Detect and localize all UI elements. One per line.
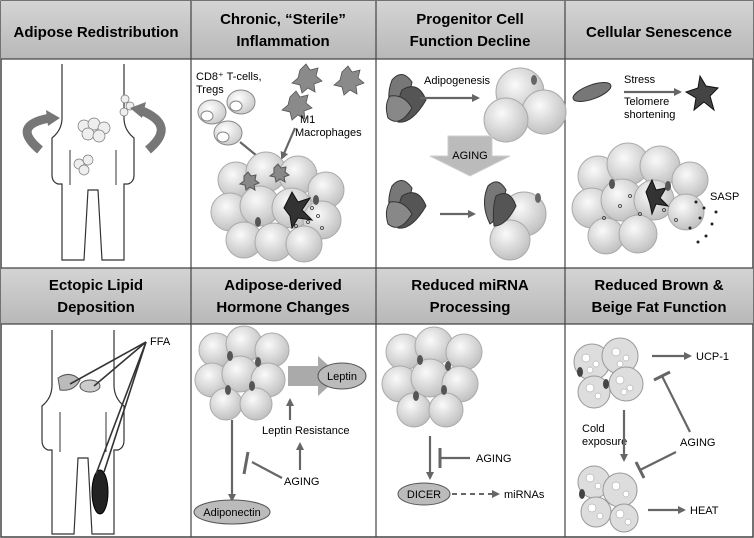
telomere-label-line2: shortening — [624, 109, 675, 121]
dicer-node — [397, 482, 451, 506]
adipose-cluster — [210, 151, 345, 263]
panel-5-title-line2: Deposition — [57, 299, 135, 316]
panel-1-body-figure — [22, 64, 166, 261]
beige-fat-cluster — [577, 465, 639, 533]
panel-1-title: Adipose Redistribution — [14, 24, 179, 41]
panel-7-title-line2: Processing — [430, 299, 511, 316]
liver-icon — [57, 374, 81, 391]
adiponectin-label: Adiponectin — [203, 507, 261, 519]
panel-4-title: Cellular Senescence — [586, 24, 732, 41]
leptin-node — [317, 362, 367, 390]
adipocytes-top — [483, 67, 567, 143]
muscle-icon — [91, 469, 109, 515]
senescent-cell — [684, 74, 720, 112]
ffa-label: FFA — [150, 336, 171, 348]
aging-label-p3: AGING — [452, 150, 487, 162]
panel-5-illustration: FFA — [41, 330, 171, 535]
panel-7-illustration: AGING DICER miRNAs — [381, 326, 545, 506]
panel-5-title-line1: Ectopic Lipid — [49, 277, 143, 294]
panel-3-title-line1: Progenitor Cell — [416, 11, 524, 28]
panel-3-illustration: Adipogenesis AGING — [385, 67, 567, 261]
progenitor-cells-top — [385, 74, 427, 123]
m1-macrophages — [281, 63, 365, 121]
progenitor-cells-bottom — [385, 180, 427, 229]
macrophages-label: Macrophages — [295, 127, 362, 139]
adipose-cluster-p7 — [381, 326, 483, 428]
dicer-label: DICER — [407, 489, 441, 501]
panel-7-title-line1: Reduced miRNA — [411, 277, 529, 294]
panel-2-title-line1: Chronic, “Sterile” — [220, 11, 346, 28]
adipocytes-bottom — [484, 181, 547, 261]
panel-6-illustration: Leptin Leptin Resistance AGING Adiponect… — [193, 325, 367, 525]
brown-fat-cluster — [573, 337, 644, 409]
panel-8-title-line1: Reduced Brown & — [594, 277, 723, 294]
tcells-label-line1: CD8⁺ T-cells, — [196, 71, 262, 83]
panel-6-title-line1: Adipose-derived — [224, 277, 342, 294]
header-band-bottom — [1, 268, 753, 324]
tcells-label-line2: Tregs — [196, 84, 224, 96]
adiponectin-node — [193, 499, 271, 525]
senescent-cluster — [571, 142, 718, 255]
panel-6-title-line2: Hormone Changes — [216, 299, 349, 316]
adipose-cluster-p6 — [194, 325, 290, 421]
aging-label-p8: AGING — [680, 437, 715, 449]
aging-label-p6: AGING — [284, 476, 319, 488]
panel-2-illustration: CD8⁺ T-cells, Tregs M1 Macrophages — [196, 63, 365, 263]
panel-4-illustration: Stress Telomere shortening — [571, 74, 739, 255]
cold-label-line1: Cold — [582, 423, 605, 435]
telomere-label-line1: Telomere — [624, 96, 669, 108]
cold-label-line2: exposure — [582, 436, 627, 448]
leptin-resistance-label: Leptin Resistance — [262, 425, 349, 437]
panel-3-title-line2: Function Decline — [410, 33, 531, 50]
panel-8-illustration: UCP-1 Cold exposure AGING HEAT — [573, 337, 729, 533]
adipogenesis-label: Adipogenesis — [424, 75, 491, 87]
aging-label-p7: AGING — [476, 453, 511, 465]
heart-icon — [79, 379, 101, 393]
m1-label: M1 — [300, 114, 315, 126]
ucp1-label: UCP-1 — [696, 351, 729, 363]
header-band-top — [1, 1, 753, 59]
mirnas-label: miRNAs — [504, 489, 545, 501]
sasp-label: SASP — [710, 191, 739, 203]
normal-cell — [572, 82, 612, 102]
stress-label: Stress — [624, 74, 656, 86]
t-cells — [197, 89, 256, 146]
panel-2-title-line2: Inflammation — [236, 33, 329, 50]
panel-8-title-line2: Beige Fat Function — [592, 299, 727, 316]
heat-label: HEAT — [690, 505, 719, 517]
leptin-label: Leptin — [327, 371, 357, 383]
aging-arrow — [429, 135, 511, 177]
